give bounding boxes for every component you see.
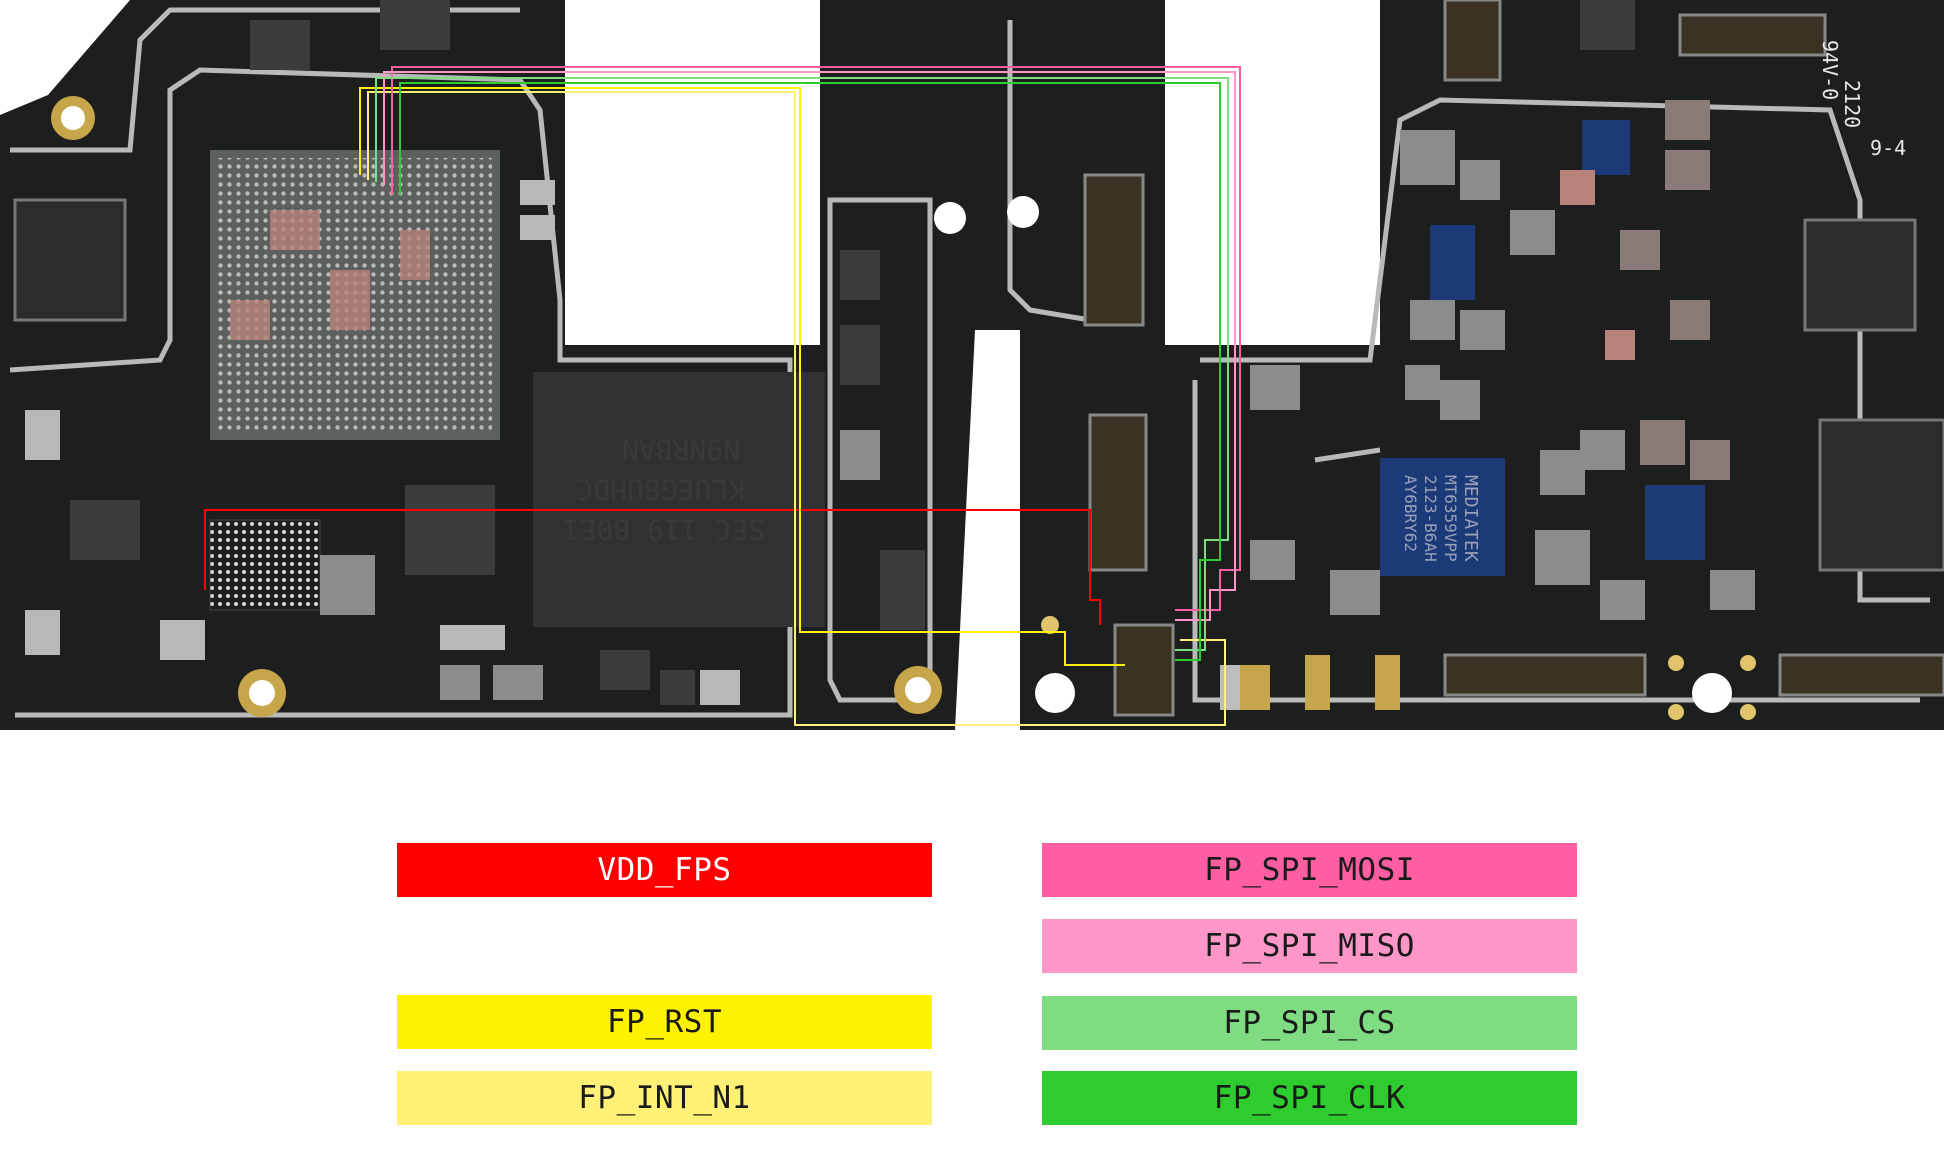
legend-fp-spi-mosi-label: FP_SPI_MOSI	[1204, 852, 1415, 888]
mediatek-pmic	[1380, 458, 1505, 576]
trace-fp-spi-cs	[375, 77, 1229, 651]
memory-chip-line3: SEC 119 B0E1	[563, 513, 765, 546]
board-marking-1: 2120	[1840, 80, 1864, 128]
left-components	[13, 0, 925, 705]
board-connectors	[1083, 0, 1944, 717]
memory-chip-line2: KLUEG8UHDC	[576, 473, 745, 506]
trace-fp-rst	[359, 87, 1125, 666]
legend-fp-spi-clk-label: FP_SPI_CLK	[1213, 1080, 1406, 1116]
legend-fp-spi-cs: FP_SPI_CS	[1042, 996, 1577, 1050]
legend-fp-spi-clk: FP_SPI_CLK	[1042, 1071, 1577, 1125]
trace-fp-spi-miso	[383, 71, 1236, 621]
signal-legend: VDD_FPS FP_SPI_MOSI FP_SPI_MISO FP_RST F…	[0, 740, 1944, 1172]
mediatek-line2: MT6359VPP	[1441, 475, 1460, 562]
legend-fp-int-n1: FP_INT_N1	[397, 1071, 932, 1125]
legend-vdd-fps: VDD_FPS	[397, 843, 932, 897]
trace-fp-spi-mosi	[391, 66, 1241, 611]
legend-fp-spi-cs-label: FP_SPI_CS	[1223, 1005, 1396, 1041]
mediatek-line3: 2123-B6AH	[1421, 475, 1440, 562]
mediatek-line1: MEDIATEK	[1460, 475, 1481, 562]
legend-fp-spi-mosi: FP_SPI_MOSI	[1042, 843, 1577, 897]
legend-fp-rst: FP_RST	[397, 995, 932, 1049]
legend-fp-spi-miso: FP_SPI_MISO	[1042, 919, 1577, 973]
legend-fp-int-n1-label: FP_INT_N1	[578, 1080, 751, 1116]
blue-chips	[1430, 120, 1705, 560]
left-board-cutout	[565, 0, 820, 345]
mediatek-line4: AY6BRY62	[1401, 475, 1420, 552]
mounting-holes	[51, 96, 1756, 720]
center-gap	[955, 330, 1020, 730]
pcb-board-diagram: N9NRBAN KLUEG8UHDC SEC 119 B0E1	[0, 0, 1944, 730]
signal-traces	[204, 66, 1241, 726]
legend-fp-spi-miso-label: FP_SPI_MISO	[1204, 928, 1415, 964]
right-components	[1240, 0, 1944, 710]
memory-chip-line1: N9NRBAN	[622, 433, 740, 466]
soc-pink-pads	[230, 210, 430, 340]
trace-fp-spi-clk	[399, 82, 1221, 661]
memory-chip	[533, 372, 825, 627]
legend-vdd-fps-label: VDD_FPS	[597, 852, 732, 888]
small-bga	[209, 519, 321, 611]
trace-vdd-fps	[204, 509, 1101, 625]
trace-fp-int-n1	[367, 91, 1226, 726]
board-marking-2: 94V-0	[1818, 40, 1842, 100]
legend-fp-rst-label: FP_RST	[607, 1004, 722, 1040]
board-marking-3: 9-4	[1870, 136, 1906, 160]
